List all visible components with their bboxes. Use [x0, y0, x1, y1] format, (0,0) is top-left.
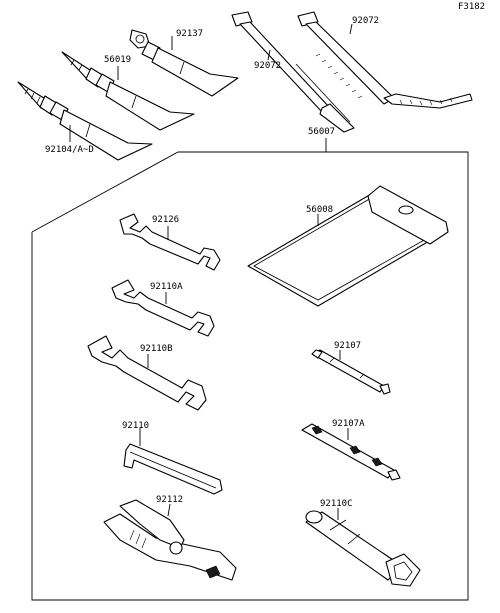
screwdriver-92107a-illustration [301, 423, 401, 481]
label-92107: 92107 [334, 341, 361, 351]
label-92072-b: 92072 [352, 16, 379, 26]
wrench-92110a-illustration [111, 279, 215, 337]
tool-kit-outline [31, 151, 469, 601]
label-92072-a: 92072 [254, 61, 281, 71]
screwdriver-92107-illustration [311, 349, 391, 395]
pliers-92112-illustration [103, 499, 237, 581]
label-56008: 56008 [306, 205, 333, 215]
leader-92112 [167, 503, 171, 517]
label-56019: 56019 [104, 55, 131, 65]
sheet-code: F3182 [458, 2, 485, 12]
strap-92072-b-illustration [297, 11, 473, 109]
tool-bag-illustration [247, 185, 449, 307]
tube-92137-illustration [129, 29, 239, 97]
label-92110a: 92110A [150, 282, 183, 292]
label-56007: 56007 [308, 127, 335, 137]
label-92137: 92137 [176, 29, 203, 39]
tube-56019-illustration [61, 51, 195, 131]
strap-92072-a-illustration [231, 11, 355, 133]
leader-92072-a [267, 49, 271, 61]
label-92104: 92104/A~D [45, 145, 94, 155]
wrench-92110b-illustration [87, 335, 207, 411]
hex-key-92110-illustration [123, 443, 223, 495]
label-92110c: 92110C [320, 499, 353, 509]
label-92110: 92110 [122, 421, 149, 431]
label-92107a: 92107A [332, 419, 365, 429]
leader-92072-b [349, 23, 353, 35]
label-92110b: 92110B [140, 344, 173, 354]
label-92126: 92126 [152, 215, 179, 225]
label-92112: 92112 [156, 495, 183, 505]
wrench-92126-illustration [119, 213, 221, 271]
box-wrench-92110c-illustration [305, 510, 421, 587]
tube-92104-illustration [17, 81, 153, 161]
